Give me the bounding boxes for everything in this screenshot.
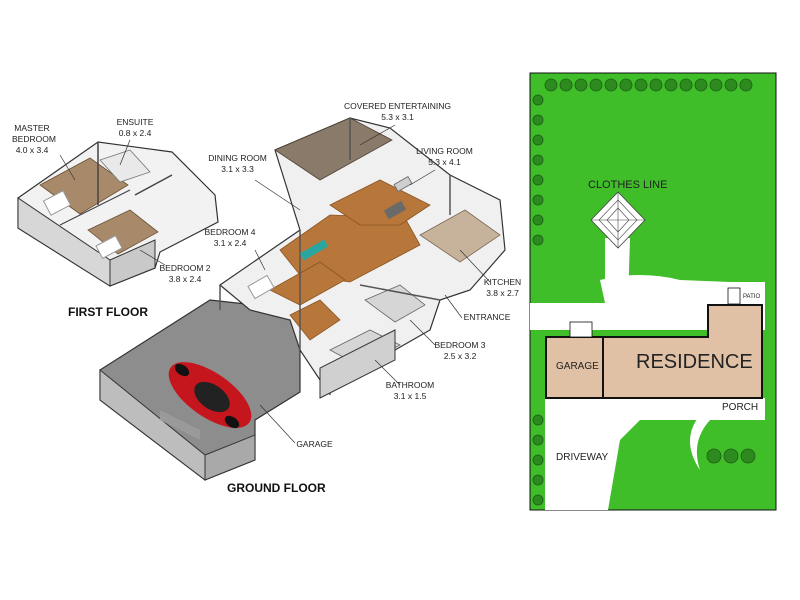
label-entrance: ENTRANCE [462, 312, 512, 323]
room-size: 3.1 x 2.4 [213, 238, 247, 248]
site-label-driveway: DRIVEWAY [556, 452, 609, 463]
room-size: 0.8 x 2.4 [118, 128, 152, 138]
site-label-clothes-line: CLOTHES LINE [588, 179, 668, 191]
label-dining-room: DINING ROOM 3.1 x 3.3 [205, 153, 270, 175]
room-size: 3.8 x 2.4 [168, 274, 202, 284]
label-bedroom-2: BEDROOM 2 3.8 x 2.4 [155, 263, 215, 285]
room-name: DINING ROOM [208, 153, 267, 163]
first-floor-3d [17, 141, 219, 287]
room-name-line1: MASTER [14, 123, 50, 133]
site-plan [529, 72, 777, 511]
label-bathroom: BATHROOM 3.1 x 1.5 [380, 380, 440, 402]
room-name: BEDROOM 2 [159, 263, 211, 273]
room-name: ENSUITE [116, 117, 154, 127]
ground-floor-title: GROUND FLOOR [227, 481, 326, 495]
site-label-garage: GARAGE [556, 361, 599, 372]
car-illustration [168, 362, 252, 429]
label-ensuite: ENSUITE 0.8 x 2.4 [110, 117, 160, 139]
site-label-patio: PATIO [743, 294, 761, 300]
label-bedroom-3: BEDROOM 3 2.5 x 3.2 [430, 340, 490, 362]
room-name: LIVING ROOM [416, 146, 473, 156]
room-name: KITCHEN [483, 277, 522, 287]
label-garage: GARAGE [292, 439, 337, 450]
clothes-line-symbol [590, 191, 646, 249]
room-size: 3.8 x 2.7 [486, 288, 519, 298]
label-living-room: LIVING ROOM 5.3 x 4.1 [412, 146, 477, 168]
label-covered-entertaining: COVERED ENTERTAINING 5.3 x 3.1 [340, 101, 455, 123]
room-size: 2.5 x 3.2 [443, 351, 477, 361]
room-size: 5.3 x 4.1 [428, 157, 461, 167]
room-size: 4.0 x 3.4 [15, 145, 49, 155]
room-size: 3.1 x 3.3 [221, 164, 254, 174]
room-name: ENTRANCE [463, 312, 511, 322]
room-name: BEDROOM 3 [434, 340, 486, 350]
room-name: BATHROOM [385, 380, 435, 390]
label-master-bedroom: MASTER BEDROOM 4.0 x 3.4 [12, 123, 56, 156]
first-floor-title: FIRST FLOOR [68, 305, 148, 319]
site-label-porch: PORCH [722, 402, 759, 413]
room-size: 5.3 x 3.1 [381, 112, 414, 122]
room-name: COVERED ENTERTAINING [344, 101, 451, 111]
label-bedroom-4: BEDROOM 4 3.1 x 2.4 [200, 227, 260, 249]
label-kitchen: KITCHEN 3.8 x 2.7 [480, 277, 525, 299]
room-name-line2: BEDROOM [12, 134, 56, 144]
site-label-residence: RESIDENCE [636, 351, 753, 373]
hedge-row [532, 78, 756, 506]
room-name: GARAGE [296, 439, 333, 449]
room-size: 3.1 x 1.5 [393, 391, 427, 401]
room-name: BEDROOM 4 [204, 227, 256, 237]
label-leader-lines [59, 124, 491, 444]
